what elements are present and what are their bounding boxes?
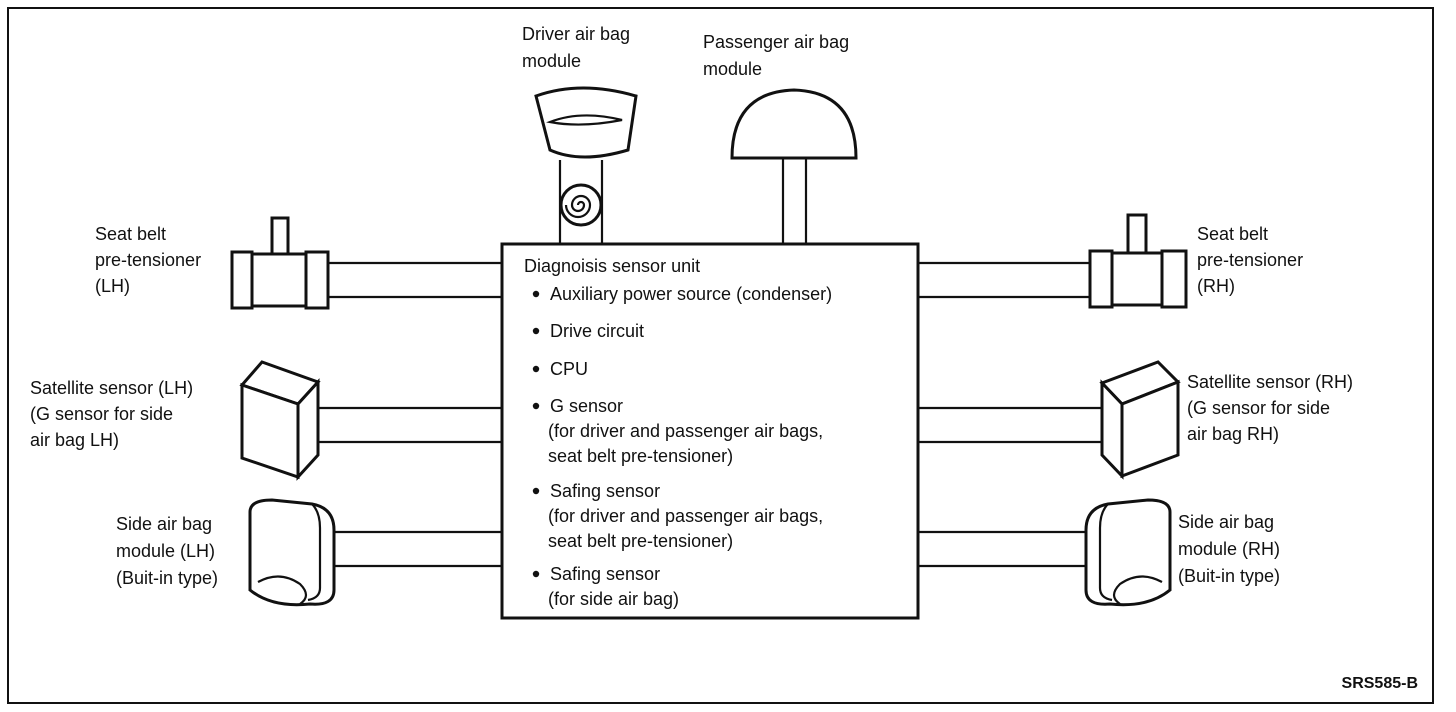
sensor-front-face: [1100, 379, 1124, 480]
label-line: air bag LH): [30, 430, 119, 450]
label-line: (RH): [1197, 276, 1235, 296]
unit-item-detail: (for driver and passenger air bags,: [548, 421, 823, 441]
sensor-unit-title: Diagnoisis sensor unit: [524, 256, 700, 276]
bullet-dot: [532, 402, 540, 410]
label-line: (Buit-in type): [116, 568, 218, 588]
unit-item-title: G sensor: [550, 396, 623, 416]
label-line: Side air bag: [116, 514, 212, 534]
bullet-dot: [532, 487, 540, 495]
label-line: module (RH): [1178, 539, 1280, 559]
pretensioner-stem: [1126, 213, 1148, 255]
label-line: Seat belt: [1197, 224, 1268, 244]
driver-airbag-module: [534, 86, 638, 227]
passenger-airbag-module: [730, 88, 858, 160]
pretensioner-body: [1108, 251, 1166, 307]
spiral-coil: [564, 194, 592, 219]
unit-item-detail: (for side air bag): [548, 589, 679, 609]
unit-item-title: Drive circuit: [550, 321, 644, 341]
label-line: Satellite sensor (LH): [30, 378, 193, 398]
sensor-unit-items: Auxiliary power source (condenser) Drive …: [532, 284, 832, 609]
unit-item-title: CPU: [550, 359, 588, 379]
unit-item-title: Auxiliary power source (condenser): [550, 284, 832, 304]
label-line: air bag RH): [1187, 424, 1279, 444]
pretensioner-cap-left: [230, 250, 254, 310]
diagram-frame: [7, 7, 1434, 704]
pretensioner-body: [248, 252, 310, 308]
label-line: (G sensor for side: [1187, 398, 1330, 418]
bullet-dot: [532, 570, 540, 578]
side-airbag-curl: [1112, 575, 1163, 605]
label-line: Satellite sensor (RH): [1187, 372, 1353, 392]
pretensioner-cap-right: [304, 250, 330, 310]
figure-code: SRS585-B: [1342, 675, 1418, 692]
sensor-unit-box: [500, 242, 920, 620]
label-line: Passenger air bag: [703, 32, 849, 52]
sensor-front-face: [240, 382, 300, 480]
seatbelt-pretensioner-lh: [230, 216, 330, 310]
bullet-dot: [532, 327, 540, 335]
driver-airbag-label: Driver air bag module: [522, 24, 630, 71]
unit-item-title: Safing sensor: [550, 564, 660, 584]
label-line: (LH): [95, 276, 130, 296]
seatbelt-pretensioner-rh: [1088, 213, 1188, 309]
pretensioner-stem: [270, 216, 290, 256]
bullet-dot: [532, 365, 540, 373]
satellite-rh-label: Satellite sensor (RH) (G sensor for side a…: [1187, 372, 1353, 444]
side-airbag-body: [1084, 498, 1172, 607]
satellite-sensor-rh: [1099, 360, 1181, 480]
label-line: module: [522, 51, 581, 71]
pretensioner-cap-left: [1088, 249, 1114, 309]
side-airbag-module-rh: [1084, 498, 1172, 607]
label-line: module (LH): [116, 541, 215, 561]
unit-item-detail: seat belt pre-tensioner): [548, 531, 733, 551]
satellite-sensor-lh: [239, 360, 321, 481]
label-line: pre-tensioner: [95, 250, 201, 270]
label-line: Seat belt: [95, 224, 166, 244]
pretensioner-cap-right: [1160, 249, 1188, 309]
side-airbag-fold: [307, 503, 322, 602]
label-line: Driver air bag: [522, 24, 630, 44]
side-airbag-rh-label: Side air bag module (RH) (Buit-in type): [1178, 512, 1280, 586]
seatbelt-rh-label: Seat belt pre-tensioner (RH): [1197, 224, 1303, 296]
passenger-dome-shape: [730, 88, 858, 160]
unit-item-title: Safing sensor: [550, 481, 660, 501]
side-airbag-body: [248, 498, 336, 607]
diagnosis-sensor-unit: Diagnoisis sensor unit Auxiliary power s…: [500, 242, 920, 620]
label-line: module: [703, 59, 762, 79]
bullet-dot: [532, 290, 540, 298]
label-line: Side air bag: [1178, 512, 1274, 532]
label-line: (Buit-in type): [1178, 566, 1280, 586]
side-airbag-fold: [1098, 503, 1113, 602]
seatbelt-lh-label: Seat belt pre-tensioner (LH): [95, 224, 201, 296]
side-airbag-lh-label: Side air bag module (LH) (Buit-in type): [116, 514, 218, 588]
steering-pad-shape: [534, 86, 638, 159]
side-airbag-curl: [257, 575, 308, 605]
side-airbag-module-lh: [248, 498, 336, 607]
unit-item-detail: (for driver and passenger air bags,: [548, 506, 823, 526]
passenger-airbag-label: Passenger air bag module: [703, 32, 849, 79]
steering-pad-slot: [546, 114, 623, 126]
unit-item-detail: seat belt pre-tensioner): [548, 446, 733, 466]
label-line: (G sensor for side: [30, 404, 173, 424]
label-line: pre-tensioner: [1197, 250, 1303, 270]
satellite-lh-label: Satellite sensor (LH) (G sensor for side a…: [30, 378, 193, 450]
harness-lines: [318, 158, 1102, 568]
